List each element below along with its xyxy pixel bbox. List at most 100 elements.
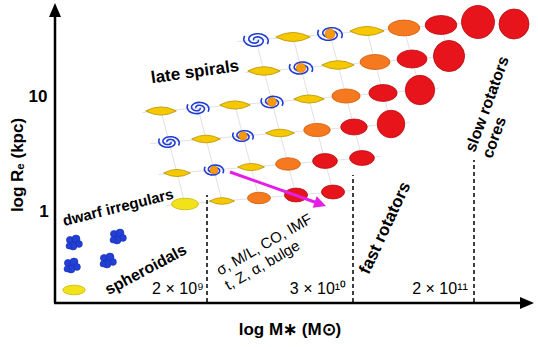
galaxy-icon [350,26,384,35]
spiral-arm [266,96,283,105]
spiral-arm [204,167,219,175]
galaxy-icon [172,198,199,210]
grid-line [330,34,362,158]
grid-line [367,31,391,124]
dwarf-irregular [64,258,80,273]
spiral-arm [323,28,342,38]
galaxy-icon [369,85,397,102]
edge-on-disk [238,163,265,170]
galaxy-icon [321,185,344,199]
galaxy-icon [247,192,270,204]
x-axis [54,302,524,305]
spheroidal [172,198,199,210]
spheroidal [63,285,85,295]
arrow-shaft [230,172,316,203]
bulge [296,63,305,72]
lenticular [247,192,270,204]
mass-dividers [207,160,474,302]
grid-line [293,37,333,192]
slow-rotator [499,9,529,39]
galaxy-icon [233,131,253,142]
grid-line [235,105,259,198]
fast-rotator [341,119,367,135]
bulge [210,166,218,174]
grid-line [159,157,381,175]
galaxy-icon [294,95,325,103]
galaxy-icon [462,6,495,39]
trend-arrow [230,172,326,208]
spiral-arm [163,137,179,146]
spiral-arm [237,131,253,140]
fast-rotator [369,85,397,102]
galaxy-icon [289,62,312,74]
slow-rotator [462,6,495,39]
y-axis-head [49,3,61,17]
galaxy-icon [433,40,464,71]
edge-on-disk [322,61,354,70]
x-axis-head [520,297,534,309]
edge-on-disk [146,107,177,115]
galaxy-icon [276,158,301,170]
galaxy-icon [499,9,529,39]
divider-line [206,195,208,302]
slow-rotator [405,75,434,104]
mass-value: 3 × 10¹⁰ [290,280,346,298]
lenticular [304,123,330,136]
galaxy-icon [332,89,360,103]
blob [110,237,116,243]
galaxy-icon [238,163,265,170]
galaxy-icon [341,119,367,135]
spiral-arm [294,62,312,72]
class-label: fast rotators [355,179,415,277]
galaxy-icon [276,32,310,41]
spiral-arm [159,139,175,148]
galaxy-icon [405,75,434,104]
galaxy-icon [397,50,427,68]
galaxy-icon [159,137,179,148]
galaxy-icon [204,165,223,175]
edge-on-disk [248,67,280,76]
fast-rotator [425,15,457,34]
edge-on-disk [350,26,384,35]
edge-on-disk [164,169,191,176]
fast-rotator [350,151,375,166]
axis-title: log Rₑ (kpc) [8,118,28,212]
fast-rotator [313,154,338,169]
class-label: slow rotators cores [462,43,535,161]
blob [100,261,106,267]
galaxy-icon [313,154,338,169]
spiral-arm [249,34,268,44]
arrow-head [313,196,326,207]
bulge [268,98,277,107]
edge-on-disk [294,95,325,103]
lenticular [332,89,360,103]
galaxy-icon [350,151,375,166]
tick-label: 10 [29,87,48,107]
galaxy-icon [261,96,283,107]
grid-line [238,21,497,42]
divider-line [473,160,475,302]
galaxy-icon [210,198,235,205]
galaxy-icon [322,61,354,70]
divider-line [352,175,354,302]
grid-line [151,123,410,144]
galaxy-icon [388,20,420,36]
spiral-arm [289,64,307,74]
edge-on-disk [210,198,235,205]
bulge [239,132,247,140]
galaxy-icon [266,129,295,137]
spiral-arm [261,98,278,107]
dwarf-irregular [100,253,116,268]
edge-on-disk [276,32,310,41]
fast-rotator [397,50,427,68]
galaxy-icon [187,102,209,113]
galaxy-icon [220,101,251,109]
dwarf-irregular [110,229,126,244]
galaxy-icon [146,107,177,115]
galaxy-icon [164,169,191,176]
fast-rotator [321,185,344,199]
axes [49,3,534,309]
spiral-arm [192,102,209,111]
spiral-arm [318,30,337,40]
